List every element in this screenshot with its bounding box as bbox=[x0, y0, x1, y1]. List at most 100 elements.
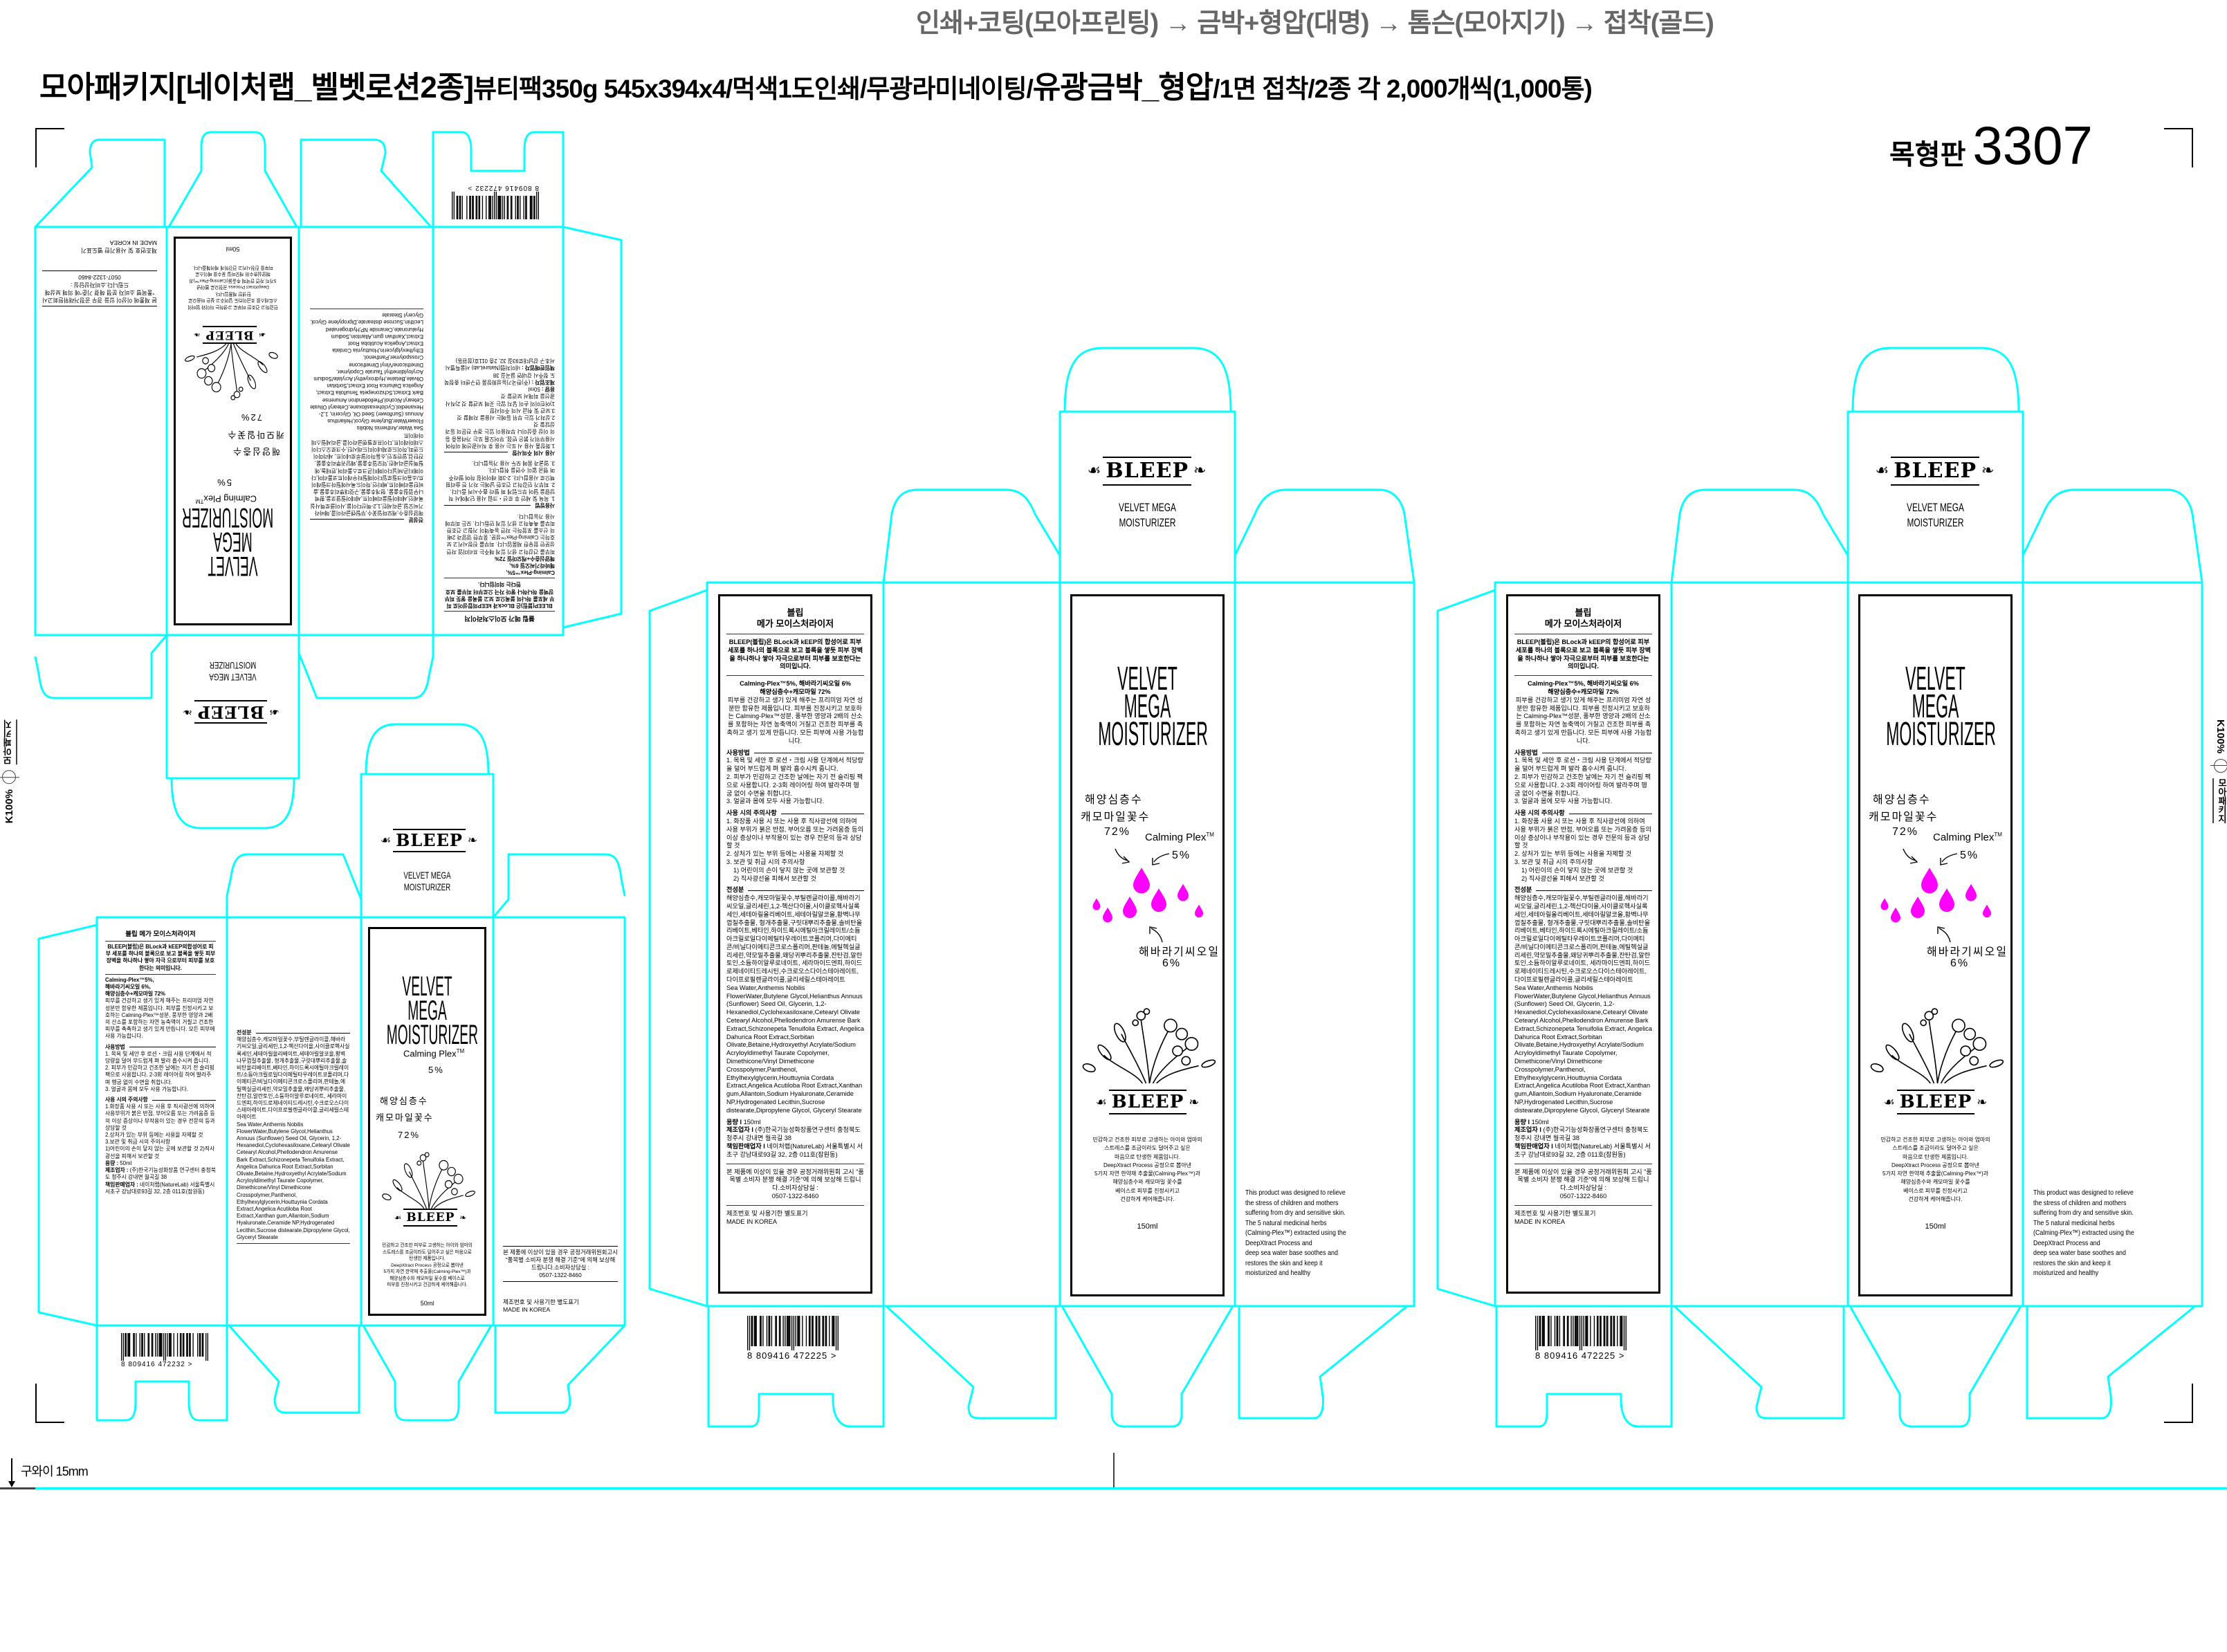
ornament-icon: ❧ bbox=[1981, 462, 1995, 479]
english-line: suffering from dry and sensitive skin. bbox=[1245, 1209, 1346, 1217]
origin: MADE IN KOREA bbox=[109, 239, 157, 246]
key-ingredient: 해양심층수+캐모마일 72% bbox=[495, 555, 555, 562]
barcode-bar bbox=[1548, 1316, 1550, 1346]
barcode-bar bbox=[497, 196, 499, 219]
barcode-bar bbox=[795, 1316, 796, 1346]
barcode: 8 809416 472232 > bbox=[452, 184, 539, 219]
barcode-bar bbox=[782, 1316, 784, 1346]
arrow-icon bbox=[1937, 926, 1951, 943]
drop-icon bbox=[1103, 907, 1112, 923]
bleep-logo: ☙BLEEP❧ bbox=[1874, 452, 1995, 490]
calming-plex-label: Calming Plex bbox=[1933, 832, 1995, 843]
barcode-bar bbox=[534, 196, 535, 219]
product-description: 피부를 건강하고 생기 있게 해주는 프리미엄 자연 성분만 함유한 제품입니다… bbox=[1514, 696, 1652, 744]
desc-line: 베이스로 피부를 진정시키고 bbox=[1903, 1187, 1968, 1194]
title-line: MOISTURIZER bbox=[1886, 716, 1996, 753]
barcode-bar bbox=[787, 1316, 789, 1346]
barcode-bar bbox=[453, 192, 455, 219]
consumer-phone: 0507-1322-8460 bbox=[1559, 1193, 1607, 1200]
barcode-bar bbox=[816, 1316, 818, 1346]
key-ingredients-2: 해양심층수+캐모마일 72% bbox=[760, 688, 831, 695]
bleep-logo: ☙BLEEP❧ bbox=[394, 1207, 466, 1228]
barcode-bar bbox=[200, 1333, 201, 1357]
barcode-bar bbox=[495, 192, 497, 219]
barcode-bar bbox=[798, 1316, 800, 1346]
barcode-bar bbox=[192, 1333, 194, 1357]
barcode-bar bbox=[457, 196, 459, 219]
divider bbox=[105, 941, 216, 942]
barcode-bar bbox=[1563, 1316, 1564, 1346]
usage-heading: 사용방법 bbox=[105, 1044, 216, 1051]
carton-50ml-rotated: ☙BLEEP❧ VELVET MEGA MOISTURIZER 블립 메가 모이… bbox=[34, 131, 625, 829]
ingredient-percent-6: 6% bbox=[1950, 957, 1970, 969]
barcode-bar bbox=[121, 1333, 122, 1361]
barcode-bar bbox=[1557, 1316, 1559, 1346]
caution-item: 1)어린이의 손이 닿지 않는 곳에 보관할 것 2)직사광선을 피해서 보관할… bbox=[445, 393, 555, 407]
volume-label: 용량 I bbox=[1514, 1118, 1530, 1126]
front-panel: VELVET MEGA MOISTURIZER Calming PlexTM 5… bbox=[174, 237, 292, 625]
product-title: VELVET MEGA MOISTURIZER bbox=[1886, 663, 1996, 753]
usage-step: 1. 목욕 및 세안 후 로션・크림 사용 단계에서 적당량을 덜어 부드럽게 … bbox=[726, 757, 863, 773]
logo-wordmark: BLEEP bbox=[194, 700, 267, 724]
ingredient-chamomile: 캐모마일꽃수 bbox=[1869, 811, 1939, 823]
english-line: This product was designed to relieve bbox=[1245, 1188, 1346, 1197]
caution-item: 2. 상처가 있는 부위 등에는 사용을 자제할 것 bbox=[1514, 850, 1632, 858]
ornament-icon: ❧ bbox=[1977, 1094, 1988, 1110]
barcode-bar bbox=[147, 1333, 149, 1357]
barcode-bar bbox=[797, 1316, 798, 1346]
consumer-phone: 0507-1322-8460 bbox=[771, 1193, 819, 1200]
carton-150ml: ☙BLEEP❧ VELVET MEGA MOISTURIZER 블립 메가 모이… bbox=[646, 347, 1420, 1428]
barcode-bar bbox=[771, 1316, 773, 1346]
barcode-bar bbox=[755, 1316, 757, 1346]
usage-step: 3. 얼굴과 몸에 모두 사용 가능합니다. bbox=[472, 460, 555, 467]
flower-illustration bbox=[182, 343, 280, 402]
barcode-bar bbox=[832, 1316, 834, 1346]
ingredient-calming-plex: Calming PlexTM bbox=[1145, 832, 1214, 843]
barcode-bar bbox=[747, 1316, 749, 1350]
barcode-bar bbox=[461, 196, 463, 219]
ingredient-percent-5: 5% bbox=[428, 1065, 444, 1075]
barcode: 8 809416 472225 > bbox=[1535, 1316, 1626, 1361]
ingredient-chamomile: 캐모마일꽃수 bbox=[1081, 811, 1151, 823]
barcode-number: 8 809416 472225 > bbox=[747, 1350, 837, 1361]
barcode-bar bbox=[818, 1316, 820, 1346]
caution-item: 1. 화장품 사용 시 또는 사용 후 직사광선에 의하여 사용 부위가 붉은 … bbox=[726, 817, 863, 850]
barcode-bar bbox=[1587, 1316, 1588, 1346]
consumer-notice: 본 제품에 이상이 있을 경우 공정거래위원회고시 "품목별 소비자 분쟁 해결… bbox=[42, 270, 157, 306]
seller-value: 네이처랩(NatureLab) 서울특별시 서초구 강남대로93길 32, 2층… bbox=[1514, 1143, 1651, 1158]
desc-line: 탄생한 제품입니다. bbox=[409, 1256, 446, 1261]
side-footer: 제조번호 및 사용기한 별도표기 MADE IN KOREA bbox=[39, 239, 157, 254]
barcode-bar bbox=[1575, 1316, 1577, 1346]
barcode-bar bbox=[1607, 1316, 1609, 1346]
ingredient-percent-6: 6% bbox=[1162, 957, 1182, 969]
barcode-bar bbox=[479, 196, 481, 219]
drop-icon bbox=[1983, 904, 1991, 918]
ingredients-heading: 전성분 bbox=[726, 886, 864, 894]
barcode-bar bbox=[531, 196, 533, 219]
barcode-bar bbox=[129, 1333, 131, 1357]
company-label: 모아패키지 bbox=[2212, 778, 2227, 824]
caution-item: 2) 직사광선을 피해서 보관할 것 bbox=[1521, 874, 1604, 882]
barcode-bar bbox=[822, 1316, 823, 1346]
caution-item: 3. 보관 및 취급 시의 주의사항 bbox=[1514, 858, 1593, 865]
barcode-bar bbox=[492, 196, 493, 219]
english-line: deep sea water base soothes and bbox=[1245, 1249, 1338, 1257]
front-panel: VELVET MEGA MOISTURIZER 해양심층수 캐모마일꽃수 72%… bbox=[1070, 594, 1225, 1296]
barcode-bar bbox=[165, 1333, 166, 1361]
english-line: (Calming-Plex™) extracted using the bbox=[1245, 1229, 1346, 1237]
desc-line: 베이스로 피부를 진정시키고 bbox=[1115, 1187, 1180, 1194]
drop-icon bbox=[1911, 897, 1925, 918]
calming-plex-label: Calming Plex bbox=[1145, 832, 1207, 843]
barcode-bar bbox=[459, 196, 461, 219]
barcode-bar bbox=[1600, 1316, 1602, 1346]
desc-line: DeepXtract Process 공정으로 뽑아낸 bbox=[391, 1263, 464, 1268]
ornament-icon: ☙ bbox=[1875, 462, 1889, 479]
lid-line-2: MOISTURIZER bbox=[1119, 516, 1176, 529]
product-description: 피부를 건강하고 생기 있게 해주는 프리미엄 자연 성분만 함유한 제품입니다… bbox=[445, 513, 555, 555]
back-panel-label: 블립 메가 모이스처라이저 BLEEP(블립)은 BLock과 kEEP의합성어… bbox=[444, 221, 555, 622]
barcode-bar bbox=[161, 1333, 163, 1357]
caution-item: 1.화장품 사용 시 또는 사용 후 직사광선에 의하여 사용부위가 붉은 반점… bbox=[445, 421, 555, 449]
consumer-phone: 0507-1322-8460 bbox=[539, 1272, 582, 1278]
lid-product-name: VELVET MEGA MOISTURIZER bbox=[381, 870, 474, 893]
lid-line-1: VELVET MEGA bbox=[209, 672, 257, 683]
